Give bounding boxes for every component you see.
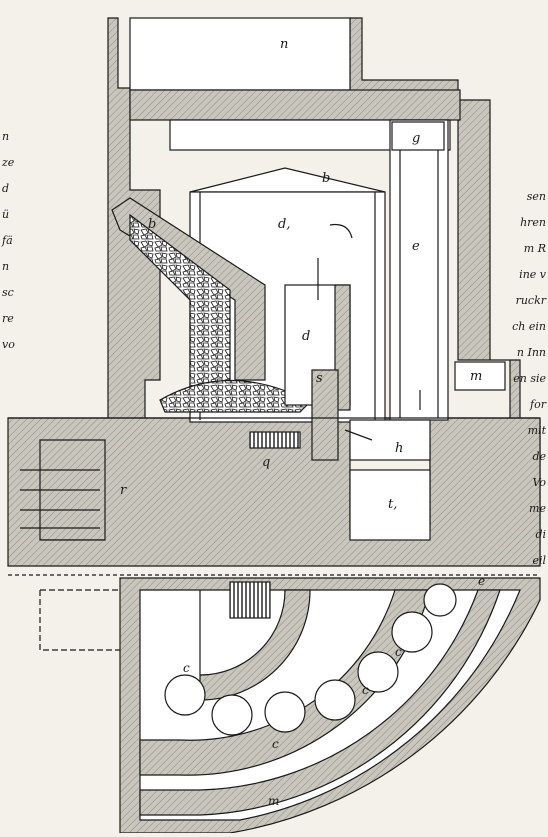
plan-left-outline — [39, 589, 120, 651]
label-g: g — [412, 131, 420, 146]
left-edge-text: n ze dü fä n sc re vo — [1, 130, 15, 351]
right-frag-fragment: ruckr — [516, 294, 547, 307]
left-stairs — [20, 469, 100, 529]
left-frag-fragment: d — [2, 182, 9, 195]
label-t1: t, — [388, 497, 397, 512]
right-frag-fragment: Vo — [532, 476, 546, 489]
chamber-h — [349, 419, 431, 461]
right-frag-fragment: m R — [524, 242, 546, 255]
left-frag-fragment: re — [2, 312, 14, 325]
label-b-top: b — [322, 171, 330, 186]
label-e: e — [412, 239, 420, 254]
label-q: q — [262, 455, 270, 470]
label-c3: c — [362, 683, 369, 697]
label-e-plan: e — [478, 574, 485, 588]
left-frag-fragment: sc — [2, 286, 14, 299]
window-m — [454, 361, 506, 391]
retort-circle-7 — [423, 583, 457, 617]
shaft-e — [389, 119, 449, 421]
left-frag-fragment: vo — [2, 338, 15, 351]
right-frag-fragment: n Inn — [517, 346, 546, 359]
chamber-t1 — [349, 469, 431, 541]
right-edge-text: sen hren m R ine v ruckr ch ein n Inn en sie for… — [512, 190, 547, 567]
ring-band-2 — [139, 589, 501, 816]
retort-circle-5 — [357, 651, 399, 693]
plan-section — [8, 574, 541, 834]
top-slab — [129, 89, 461, 121]
label-r: r — [120, 483, 127, 498]
label-m-plan: m — [268, 794, 279, 808]
right-frag-fragment: de — [532, 450, 546, 463]
left-frag-fragment: ze — [1, 156, 15, 169]
retort-circle-4 — [314, 679, 356, 721]
right-frag-fragment: ch ein — [512, 320, 546, 333]
label-d1: d, — [278, 217, 290, 232]
label-s: s — [316, 371, 323, 386]
right-frag-fragment: me — [529, 502, 546, 515]
label-b-hopper: b — [148, 217, 156, 232]
right-frag-fragment: for — [529, 398, 547, 411]
chimney-flue-n — [129, 17, 351, 91]
flow-arrow-d1 — [329, 223, 353, 239]
right-frag-fragment: sen — [527, 190, 546, 203]
inner-column-wall — [334, 284, 351, 411]
label-n: n — [280, 37, 288, 52]
right-frag-fragment: ine v — [519, 268, 547, 281]
right-frag-fragment: hren — [520, 216, 546, 229]
label-c1: c — [183, 661, 190, 675]
left-frag-fragment: n — [2, 260, 9, 273]
label-d: d — [302, 329, 310, 344]
grate-q — [249, 431, 301, 449]
label-m: m — [470, 369, 482, 384]
retort-circle-1 — [164, 674, 206, 716]
label-h: h — [395, 441, 403, 456]
retort-circle-6 — [391, 611, 433, 653]
plan-labels: e m c c c c — [183, 574, 485, 808]
retort-circle-2 — [211, 694, 253, 736]
elevation-labels: n g b d, e b d m s r h t, q — [120, 37, 482, 512]
left-frag-fragment: n — [2, 130, 9, 143]
cap-g — [391, 121, 445, 151]
column-s — [311, 369, 339, 461]
label-c4: c — [395, 645, 402, 659]
right-frag-fragment: di — [535, 528, 546, 541]
core-grate — [229, 581, 271, 619]
flow-arrow-h — [344, 429, 373, 441]
right-frag-fragment: eil — [532, 554, 546, 567]
left-frag-fragment: fä — [1, 234, 13, 247]
dome-lid — [189, 167, 386, 193]
right-frag-fragment: en sie — [513, 372, 546, 385]
left-frag-fragment: ü — [2, 208, 9, 221]
retort-circle-3 — [264, 691, 306, 733]
elevation-section — [7, 17, 541, 567]
right-frag-fragment: mit — [528, 424, 547, 437]
label-c2: c — [272, 737, 279, 751]
core-ring — [199, 589, 311, 701]
